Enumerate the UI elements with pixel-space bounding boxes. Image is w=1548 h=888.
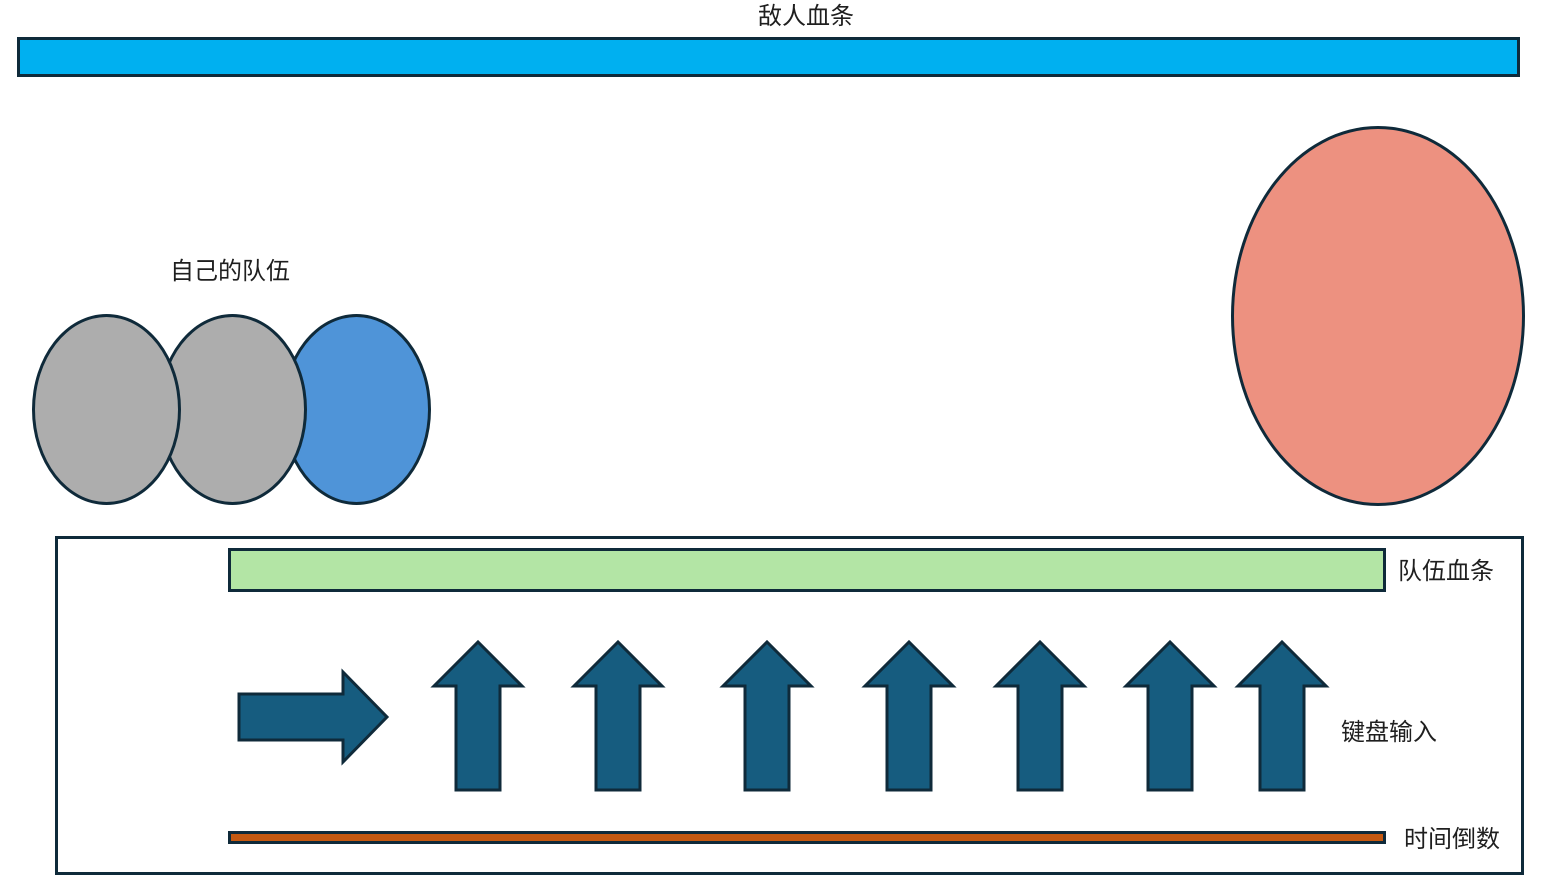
enemy-health-bar <box>17 37 1520 77</box>
up-arrow-icon <box>430 639 526 792</box>
right-arrow-icon <box>237 668 390 766</box>
team-label: 自己的队伍 <box>170 257 290 285</box>
input-panel <box>55 536 1524 875</box>
timer-bar <box>228 831 1386 844</box>
enemy-body <box>1231 126 1525 506</box>
team-health-bar <box>228 548 1386 592</box>
up-arrow-icon <box>1234 639 1330 792</box>
up-arrow-icon <box>992 639 1088 792</box>
up-arrow-icon <box>1122 639 1218 792</box>
up-arrow-icon <box>861 639 957 792</box>
team-health-label: 队伍血条 <box>1398 557 1494 585</box>
up-arrow-icon <box>570 639 666 792</box>
up-arrow-icon <box>719 639 815 792</box>
keyboard-input-label: 键盘输入 <box>1341 718 1437 746</box>
timer-label: 时间倒数 <box>1404 825 1500 853</box>
enemy-health-label: 敌人血条 <box>758 2 854 30</box>
team-member-1 <box>32 314 181 505</box>
